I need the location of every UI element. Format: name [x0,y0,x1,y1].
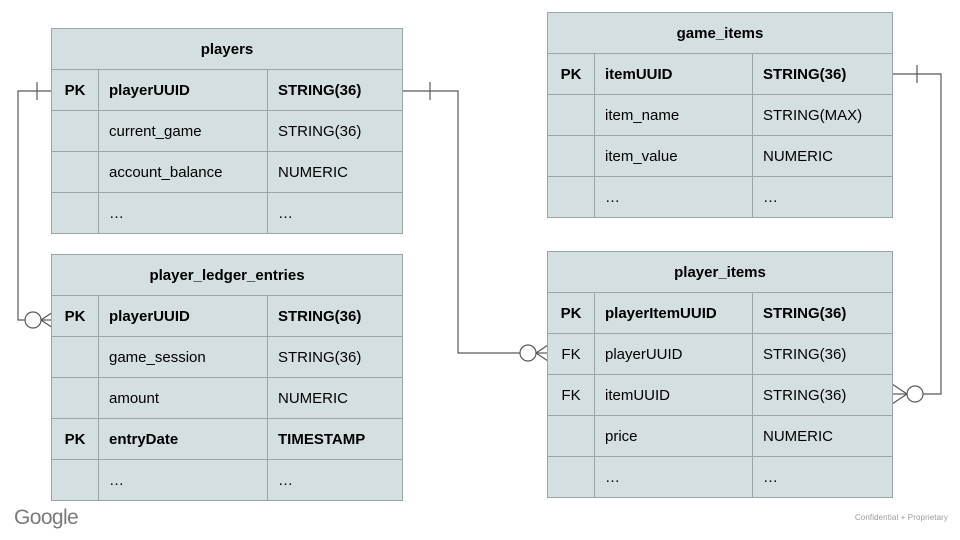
attribute-name: … [98,459,268,501]
entity-attribute-row[interactable]: game_session STRING(36) [51,336,403,378]
attribute-name: game_session [98,336,268,378]
attribute-name: playerItemUUID [594,292,753,334]
attribute-key [51,151,99,193]
attribute-key: PK [51,69,99,111]
entity-player-ledger-entries[interactable]: player_ledger_entries PK playerUUID STRI… [51,254,403,501]
entity-attribute-row[interactable]: … … [51,192,403,234]
attribute-type: STRING(36) [267,69,403,111]
attribute-key: FK [547,333,595,375]
attribute-name: entryDate [98,418,268,460]
attribute-key [51,459,99,501]
entity-attribute-row[interactable]: FK itemUUID STRING(36) [547,374,893,416]
entity-attribute-row[interactable]: PK playerUUID STRING(36) [51,295,403,337]
attribute-name: account_balance [98,151,268,193]
entity-title-row: player_items [547,251,893,293]
attribute-name: … [594,176,753,218]
entity-player-items[interactable]: player_items PK playerItemUUID STRING(36… [547,251,893,498]
entity-attribute-row[interactable]: amount NUMERIC [51,377,403,419]
entity-attribute-row[interactable]: PK itemUUID STRING(36) [547,53,893,95]
attribute-name: itemUUID [594,374,753,416]
attribute-name: price [594,415,753,457]
attribute-name: … [594,456,753,498]
entity-attribute-row[interactable]: PK entryDate TIMESTAMP [51,418,403,460]
cardinality-zero-circle [519,344,537,362]
attribute-type: NUMERIC [752,135,893,177]
attribute-key: PK [547,292,595,334]
attribute-key [51,110,99,152]
attribute-name: current_game [98,110,268,152]
entity-title: player_items [547,251,893,293]
attribute-key [51,192,99,234]
attribute-key [547,415,595,457]
attribute-key: FK [547,374,595,416]
entity-title: player_ledger_entries [51,254,403,296]
attribute-key: PK [547,53,595,95]
attribute-key: PK [51,418,99,460]
relationship-players-to-ledger [17,82,57,331]
entity-attribute-row[interactable]: item_value NUMERIC [547,135,893,177]
attribute-key [547,94,595,136]
attribute-key [547,176,595,218]
entity-title-row: game_items [547,12,893,54]
attribute-type: NUMERIC [267,377,403,419]
entity-title-row: players [51,28,403,70]
attribute-name: playerUUID [98,295,268,337]
google-logo: Google [14,506,79,529]
attribute-type: STRING(36) [267,110,403,152]
entity-attribute-row[interactable]: … … [547,456,893,498]
attribute-type: STRING(36) [752,333,893,375]
attribute-type: … [752,176,893,218]
entity-attribute-row[interactable]: current_game STRING(36) [51,110,403,152]
relationship-players-to-player-items [403,82,552,364]
entity-attribute-row[interactable]: PK playerItemUUID STRING(36) [547,292,893,334]
attribute-type: STRING(36) [267,336,403,378]
entity-attribute-row[interactable]: FK playerUUID STRING(36) [547,333,893,375]
attribute-type: TIMESTAMP [267,418,403,460]
attribute-name: … [98,192,268,234]
attribute-key [547,135,595,177]
attribute-key: PK [51,295,99,337]
entity-title: game_items [547,12,893,54]
entity-attribute-row[interactable]: item_name STRING(MAX) [547,94,893,136]
attribute-type: NUMERIC [752,415,893,457]
confidentiality-note: Confidential + Proprietary [854,513,948,522]
entity-title: players [51,28,403,70]
entity-attribute-row[interactable]: account_balance NUMERIC [51,151,403,193]
entity-attribute-row[interactable]: … … [51,459,403,501]
cardinality-many-crowsfoot [891,383,908,405]
attribute-type: STRING(36) [752,374,893,416]
cardinality-zero-circle [906,385,924,403]
attribute-type: … [267,459,403,501]
attribute-type: … [752,456,893,498]
attribute-type: STRING(MAX) [752,94,893,136]
entity-players[interactable]: players PK playerUUID STRING(36) current… [51,28,403,234]
attribute-type: STRING(36) [752,53,893,95]
attribute-name: amount [98,377,268,419]
relationship-game-items-to-player-items [891,65,942,405]
attribute-key [51,336,99,378]
entity-attribute-row[interactable]: price NUMERIC [547,415,893,457]
entity-attribute-row[interactable]: PK playerUUID STRING(36) [51,69,403,111]
cardinality-zero-circle [24,311,42,329]
attribute-key [547,456,595,498]
attribute-type: NUMERIC [267,151,403,193]
attribute-type: STRING(36) [267,295,403,337]
attribute-name: item_name [594,94,753,136]
attribute-name: playerUUID [594,333,753,375]
attribute-type: … [267,192,403,234]
entity-game-items[interactable]: game_items PK itemUUID STRING(36) item_n… [547,12,893,218]
attribute-name: itemUUID [594,53,753,95]
entity-attribute-row[interactable]: … … [547,176,893,218]
attribute-type: STRING(36) [752,292,893,334]
entity-title-row: player_ledger_entries [51,254,403,296]
attribute-name: playerUUID [98,69,268,111]
attribute-name: item_value [594,135,753,177]
attribute-key [51,377,99,419]
